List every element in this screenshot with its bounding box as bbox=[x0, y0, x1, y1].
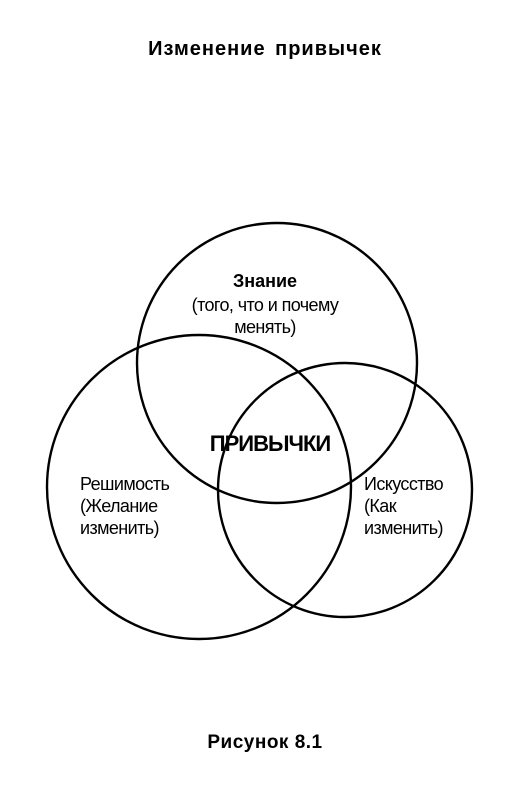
skill-desc-line1: (Как bbox=[364, 496, 397, 516]
page-title: Изменение привычек bbox=[148, 38, 382, 60]
skill-heading: Искусство bbox=[364, 474, 444, 494]
knowledge-heading: Знание bbox=[232, 271, 298, 291]
habits-label: ПРИВЫЧКИ bbox=[209, 431, 331, 456]
desire-heading: Решимость bbox=[80, 474, 170, 494]
desire-desc-line1: (Желание bbox=[80, 496, 158, 516]
figure-caption: Рисунок 8.1 bbox=[207, 732, 323, 753]
skill-desc-line2: изменить) bbox=[364, 518, 444, 538]
circle-knowledge bbox=[135, 221, 419, 505]
desire-label: Решимость (Желание изменить) bbox=[80, 473, 170, 539]
knowledge-desc-line2: менять) bbox=[234, 317, 296, 337]
circle-skill bbox=[216, 361, 474, 619]
circle-desire bbox=[45, 333, 353, 641]
skill-label: Искусство (Как изменить) bbox=[364, 473, 444, 539]
desire-desc-line2: изменить) bbox=[80, 518, 160, 538]
knowledge-label: Знание (того, что и почему менять) bbox=[160, 270, 370, 338]
knowledge-desc-line1: (того, что и почему bbox=[191, 295, 339, 315]
